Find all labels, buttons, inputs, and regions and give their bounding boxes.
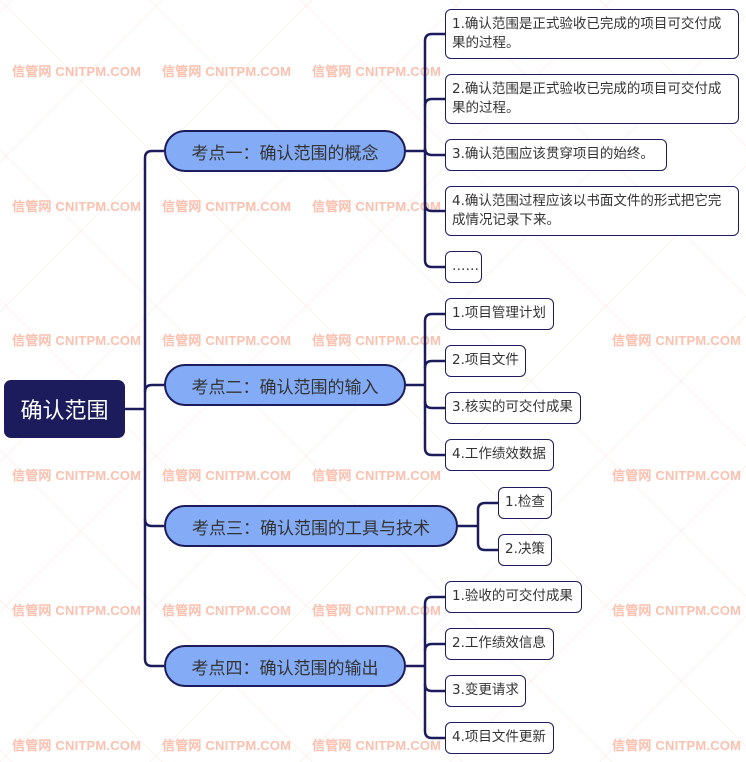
watermark-line: [299, 0, 746, 447]
watermark-line: [0, 0, 313, 313]
watermark-line: [0, 0, 163, 163]
connector: [423, 359, 445, 369]
leaf-node[interactable]: 2.确认范围是正式验收已完成的项目可交付成果的过程。: [445, 74, 739, 124]
watermark-line: [599, 615, 746, 762]
topic-node-outputs[interactable]: 考点四：确认范围的输出: [164, 645, 406, 687]
leaf-node[interactable]: 2.项目文件: [445, 345, 526, 377]
watermark-line: [449, 0, 746, 297]
leaf-node[interactable]: 1.验收的可交付成果: [445, 581, 582, 613]
leaf-node[interactable]: 3.确认范围应该贯穿项目的始终。: [445, 139, 667, 171]
topic-node-inputs[interactable]: 考点二：确认范围的输入: [164, 364, 406, 406]
connector: [423, 147, 445, 157]
connector: [423, 730, 445, 740]
connector: [423, 203, 445, 213]
connector: [423, 259, 445, 269]
connector: [143, 658, 164, 668]
connector: [423, 312, 445, 322]
connector: [143, 149, 164, 159]
leaf-node[interactable]: 2.工作绩效信息: [445, 628, 554, 660]
watermark-line: [0, 599, 163, 762]
connector: [476, 501, 498, 511]
leaf-node[interactable]: 1.项目管理计划: [445, 298, 554, 330]
leaf-node[interactable]: 3.核实的可交付成果: [445, 392, 581, 424]
leaf-node[interactable]: 3.变更请求: [445, 675, 526, 707]
watermark-line: [0, 449, 313, 762]
leaf-node[interactable]: 4.确认范围过程应该以书面文件的形式把它完成情况记录下来。: [445, 186, 739, 236]
watermark-line: [149, 0, 746, 597]
leaf-node[interactable]: 1.确认范围是正式验收已完成的项目可交付成果的过程。: [445, 9, 739, 59]
connector: [143, 518, 164, 528]
watermark-line: [299, 315, 746, 762]
topic-node-concept[interactable]: 考点一：确认范围的概念: [164, 130, 406, 172]
connector: [423, 447, 445, 457]
leaf-node[interactable]: 4.项目文件更新: [445, 722, 554, 754]
connector: [423, 642, 445, 652]
leaf-node[interactable]: 4.工作绩效数据: [445, 439, 554, 471]
leaf-node[interactable]: 2.决策: [498, 534, 552, 566]
connector: [476, 542, 498, 552]
connector: [423, 683, 445, 693]
watermark-line: [149, 165, 746, 762]
root-node[interactable]: 确认范围: [4, 380, 125, 438]
leaf-node-ellipsis[interactable]: ……: [445, 251, 482, 283]
connector: [143, 383, 164, 393]
topic-node-tools[interactable]: 考点三：确认范围的工具与技术: [164, 505, 458, 547]
connector: [423, 32, 445, 42]
connector: [423, 400, 445, 410]
watermark-line: [599, 0, 746, 147]
leaf-node[interactable]: 1.检查: [498, 487, 552, 519]
connector: [423, 595, 445, 605]
connector: [423, 97, 445, 107]
watermark-line: [449, 465, 746, 762]
